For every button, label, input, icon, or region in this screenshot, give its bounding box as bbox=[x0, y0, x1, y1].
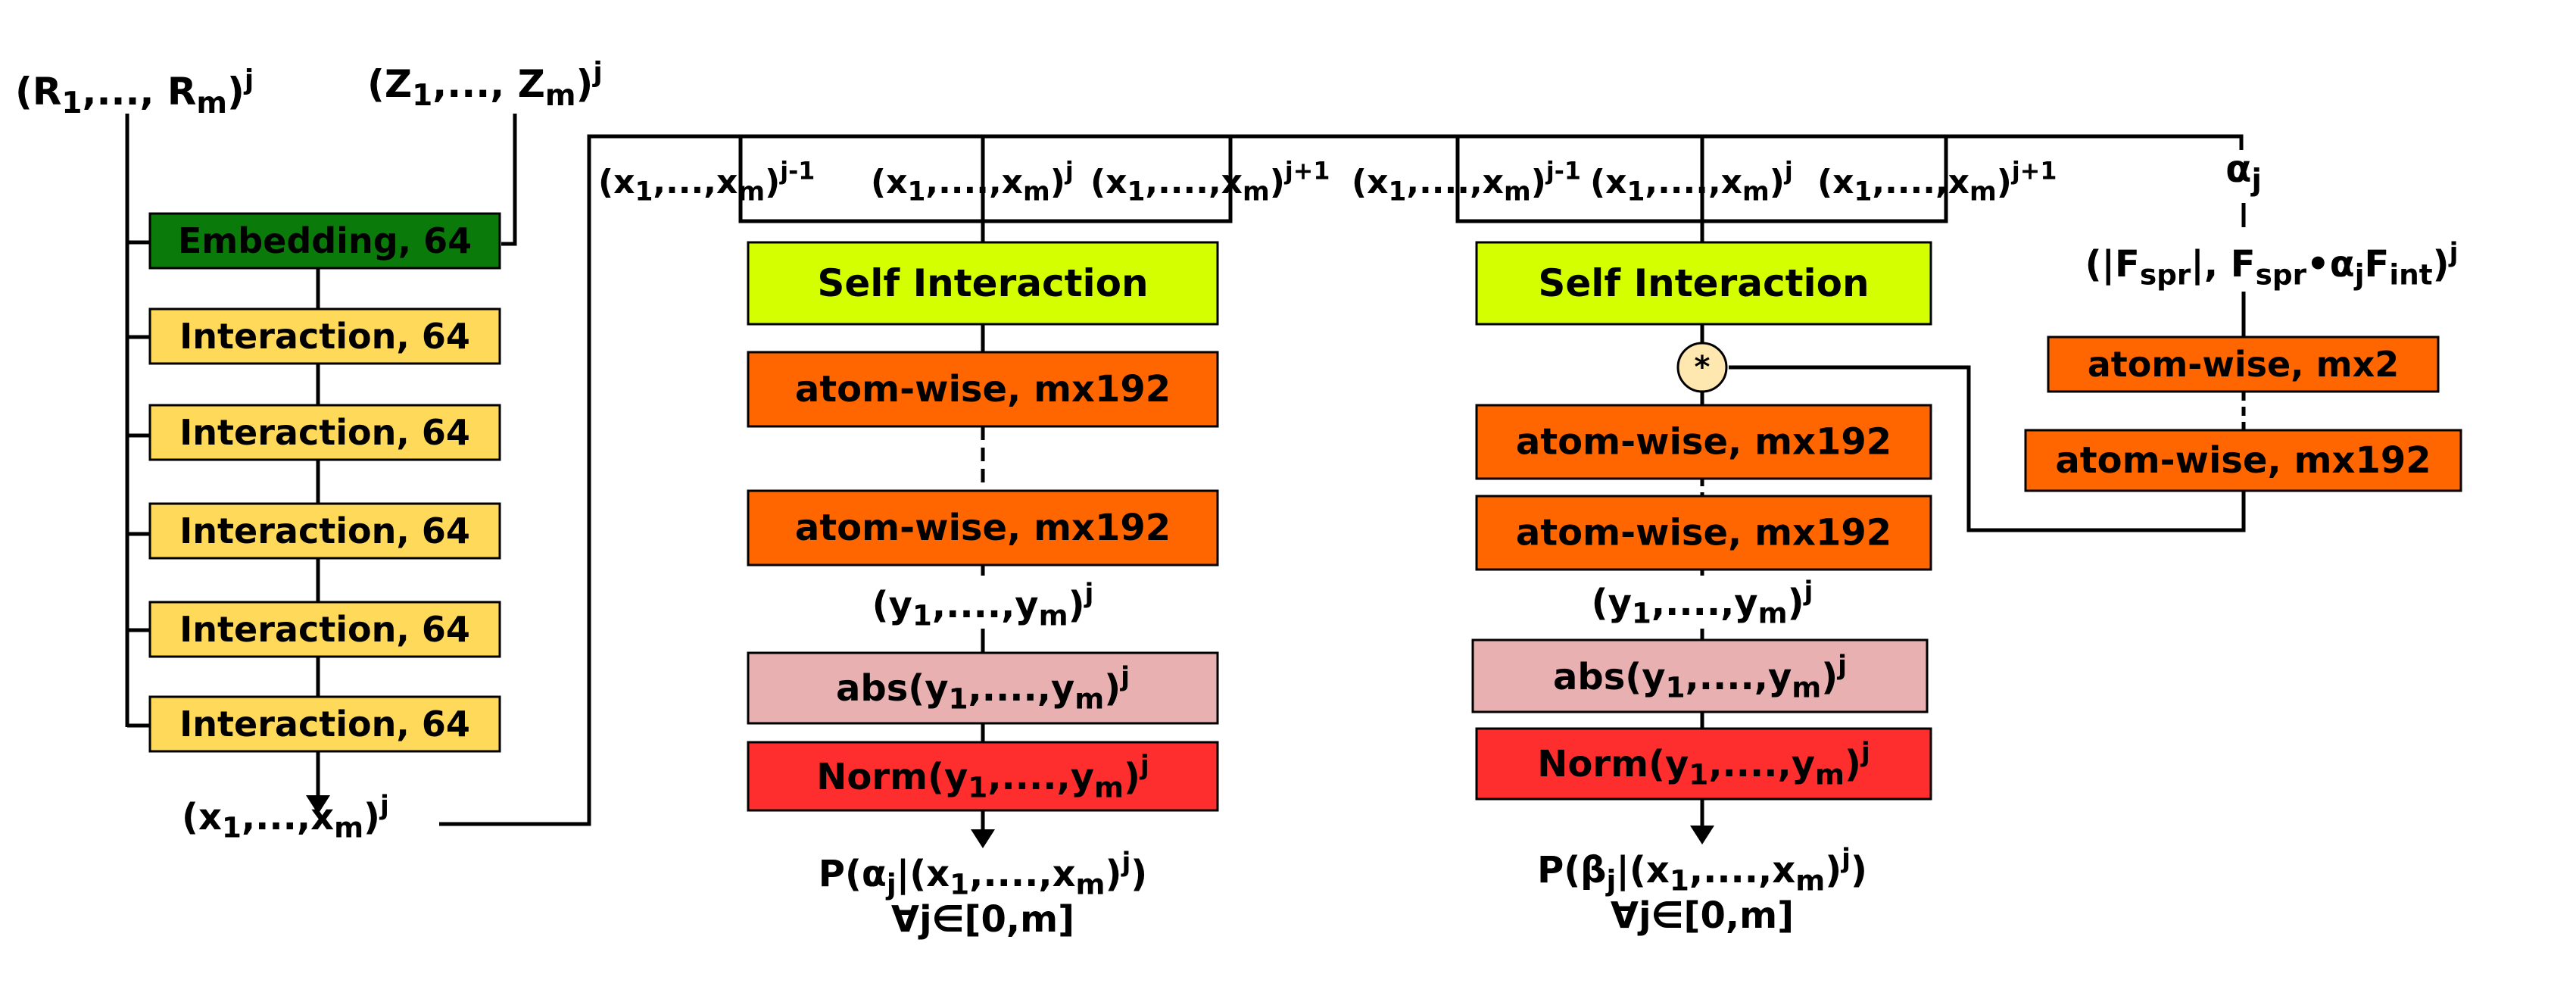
alpha-self-interaction: Self Interaction bbox=[747, 241, 1219, 326]
interaction-block-4: Interaction, 64 bbox=[148, 601, 501, 658]
interaction-block-2: Interaction, 64 bbox=[148, 404, 501, 461]
alpha-atom-wise-bottom-label: atom-wise, mx192 bbox=[795, 507, 1171, 549]
embedding-block-box bbox=[148, 212, 501, 270]
interaction-block-1-box bbox=[148, 307, 501, 365]
alpha-input-label: αj bbox=[2225, 147, 2262, 198]
beta-atom-wise-bottom-box bbox=[1475, 495, 1932, 571]
beta-norm-block-label: Norm(y1,....,ym)j bbox=[1537, 738, 1870, 791]
interaction-block-1: Interaction, 64 bbox=[148, 307, 501, 365]
beta-y-label: (y1,....,ym)j bbox=[1592, 576, 1813, 630]
beta-abs-block-label: abs(y1,....,ym)j bbox=[1553, 651, 1847, 704]
interaction-block-3-box bbox=[148, 502, 501, 560]
input-z-label: (Z1,..., Zm)j bbox=[367, 57, 603, 113]
beta-self-interaction: Self Interaction bbox=[1475, 241, 1932, 326]
window-label-6: (x1,....,xm)j+1 bbox=[1817, 158, 2057, 208]
beta-abs-block-box bbox=[1471, 638, 1929, 713]
window-label-2: (x1,....,xm)j bbox=[871, 158, 1074, 208]
alpha-self-interaction-label: Self Interaction bbox=[817, 261, 1148, 305]
force-atom-wise-top-box bbox=[2047, 336, 2440, 393]
window-label-1: (x1,...,xm)j-1 bbox=[598, 158, 815, 208]
window-label-5: (x1,....,xm)j bbox=[1590, 158, 1793, 208]
window-label-4: (x1,....,xm)j-1 bbox=[1352, 158, 1581, 208]
beta-atom-wise-bottom: atom-wise, mx192 bbox=[1475, 495, 1932, 571]
alpha-probability-label: P(αj|(x1,....,xm)j) bbox=[819, 847, 1147, 901]
input-r-label: (R1,..., Rm)j bbox=[15, 64, 254, 120]
alpha-abs-block: abs(y1,....,ym)j bbox=[747, 651, 1219, 725]
alpha-atom-wise-top-box bbox=[747, 351, 1219, 428]
beta-atom-wise-top-box bbox=[1475, 404, 1932, 480]
alpha-y-label: (y1,....,ym)j bbox=[872, 579, 1094, 632]
alpha-abs-block-box bbox=[747, 651, 1219, 725]
beta-abs-block: abs(y1,....,ym)j bbox=[1471, 638, 1929, 713]
interaction-block-3: Interaction, 64 bbox=[148, 502, 501, 560]
interaction-block-5-box bbox=[148, 695, 501, 753]
beta-atom-wise-top: atom-wise, mx192 bbox=[1475, 404, 1932, 480]
alpha-atom-wise-top: atom-wise, mx192 bbox=[747, 351, 1219, 428]
beta-quantifier-label: ∀j∈[0,m] bbox=[1611, 894, 1794, 937]
embedded-output-label: (x1,...,xm)j bbox=[182, 791, 389, 844]
force-atom-wise-top: atom-wise, mx2 bbox=[2047, 336, 2440, 393]
force-atom-wise-top-label: atom-wise, mx2 bbox=[2088, 344, 2400, 385]
beta-atom-wise-top-label: atom-wise, mx192 bbox=[1516, 421, 1891, 464]
interaction-block-1-label: Interaction, 64 bbox=[179, 316, 470, 357]
window-label-3: (x1,....,xm)j+1 bbox=[1090, 158, 1330, 208]
alpha-norm-block: Norm(y1,....,ym)j bbox=[747, 741, 1219, 812]
beta-norm-block: Norm(y1,....,ym)j bbox=[1475, 727, 1932, 801]
multiply-symbol: * bbox=[1695, 350, 1711, 385]
alpha-atom-wise-top-label: atom-wise, mx192 bbox=[795, 368, 1171, 410]
alpha-atom-wise-bottom: atom-wise, mx192 bbox=[747, 489, 1219, 567]
multiply-node: * bbox=[1676, 342, 1728, 393]
alpha-quantifier-label: ∀j∈[0,m] bbox=[891, 898, 1074, 941]
beta-atom-wise-bottom-label: atom-wise, mx192 bbox=[1516, 512, 1891, 554]
alpha-atom-wise-bottom-box bbox=[747, 489, 1219, 567]
beta-self-interaction-box bbox=[1475, 241, 1932, 326]
alpha-norm-block-label: Norm(y1,....,ym)j bbox=[816, 751, 1149, 804]
alpha-self-interaction-box bbox=[747, 241, 1219, 326]
embedding-block: Embedding, 64 bbox=[148, 212, 501, 270]
embedding-block-label: Embedding, 64 bbox=[178, 220, 472, 261]
force-atom-wise-bottom: atom-wise, mx192 bbox=[2024, 429, 2462, 492]
connector-lines bbox=[125, 114, 2246, 848]
interaction-block-3-label: Interaction, 64 bbox=[179, 510, 470, 551]
interaction-block-4-label: Interaction, 64 bbox=[179, 609, 470, 650]
force-atom-wise-bottom-box bbox=[2024, 429, 2462, 492]
beta-self-interaction-label: Self Interaction bbox=[1538, 261, 1869, 305]
alpha-norm-block-box bbox=[747, 741, 1219, 812]
multiply-circle bbox=[1676, 342, 1728, 393]
diagram-labels: (R1,..., Rm)j (Z1,..., Zm)j (x1,...,xm)j (x… bbox=[15, 57, 2458, 941]
force-atom-wise-bottom-label: atom-wise, mx192 bbox=[2055, 439, 2431, 482]
beta-norm-block-box bbox=[1475, 727, 1932, 801]
interaction-block-4-box bbox=[148, 601, 501, 658]
interaction-block-5-label: Interaction, 64 bbox=[179, 704, 470, 744]
interaction-block-2-label: Interaction, 64 bbox=[179, 412, 470, 453]
alpha-abs-block-label: abs(y1,....,ym)j bbox=[836, 662, 1130, 716]
beta-probability-label: P(βj|(x1,....,xm)j) bbox=[1537, 844, 1867, 897]
force-input-label: (|Fspr|, Fspr•αjFint)j bbox=[2085, 238, 2459, 292]
interaction-block-2-box bbox=[148, 404, 501, 461]
interaction-block-5: Interaction, 64 bbox=[148, 695, 501, 753]
